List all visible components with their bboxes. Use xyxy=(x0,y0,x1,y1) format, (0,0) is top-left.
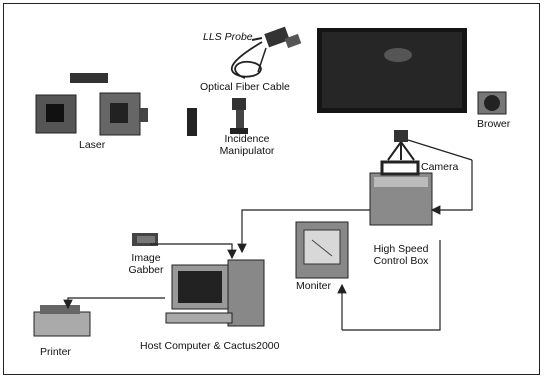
image-label-line2: Gabber xyxy=(121,264,171,276)
brower-label: Brower xyxy=(477,118,510,130)
moniter-label: Moniter xyxy=(296,280,331,292)
printer-label: Printer xyxy=(40,346,71,358)
camera-view-image xyxy=(317,28,467,113)
high-speed-label-line2: Control Box xyxy=(361,255,441,267)
brower-icon xyxy=(478,92,506,114)
high-speed-label-line1: High Speed xyxy=(361,243,441,255)
incidence-label-line2: Manipulator xyxy=(207,145,287,157)
image-gabber-label: Image Gabber xyxy=(121,252,171,276)
camera-icon xyxy=(388,130,414,160)
high-speed-control-box-label: High Speed Control Box xyxy=(361,243,441,267)
host-computer-icon xyxy=(166,260,264,326)
moniter-icon xyxy=(296,222,348,278)
connection-lines xyxy=(68,140,472,330)
lls-probe-label: LLS Probe xyxy=(203,31,253,43)
optical-fiber-cable-label: Optical Fiber Cable xyxy=(200,81,290,93)
host-computer-label: Host Computer & Cactus2000 xyxy=(140,340,279,352)
laser-label: Laser xyxy=(79,139,105,151)
incidence-manipulator-label: Incidence Manipulator xyxy=(207,133,287,157)
incidence-label-line1: Incidence xyxy=(207,133,287,145)
incidence-manipulator-icon xyxy=(187,98,248,136)
lls-probe-icon xyxy=(252,27,301,48)
optical-fiber-cable-icon xyxy=(232,42,266,78)
laser-icon xyxy=(36,73,148,135)
image-label-line1: Image xyxy=(121,252,171,264)
printer-icon xyxy=(34,305,90,336)
camera-label: Camera xyxy=(421,161,458,173)
